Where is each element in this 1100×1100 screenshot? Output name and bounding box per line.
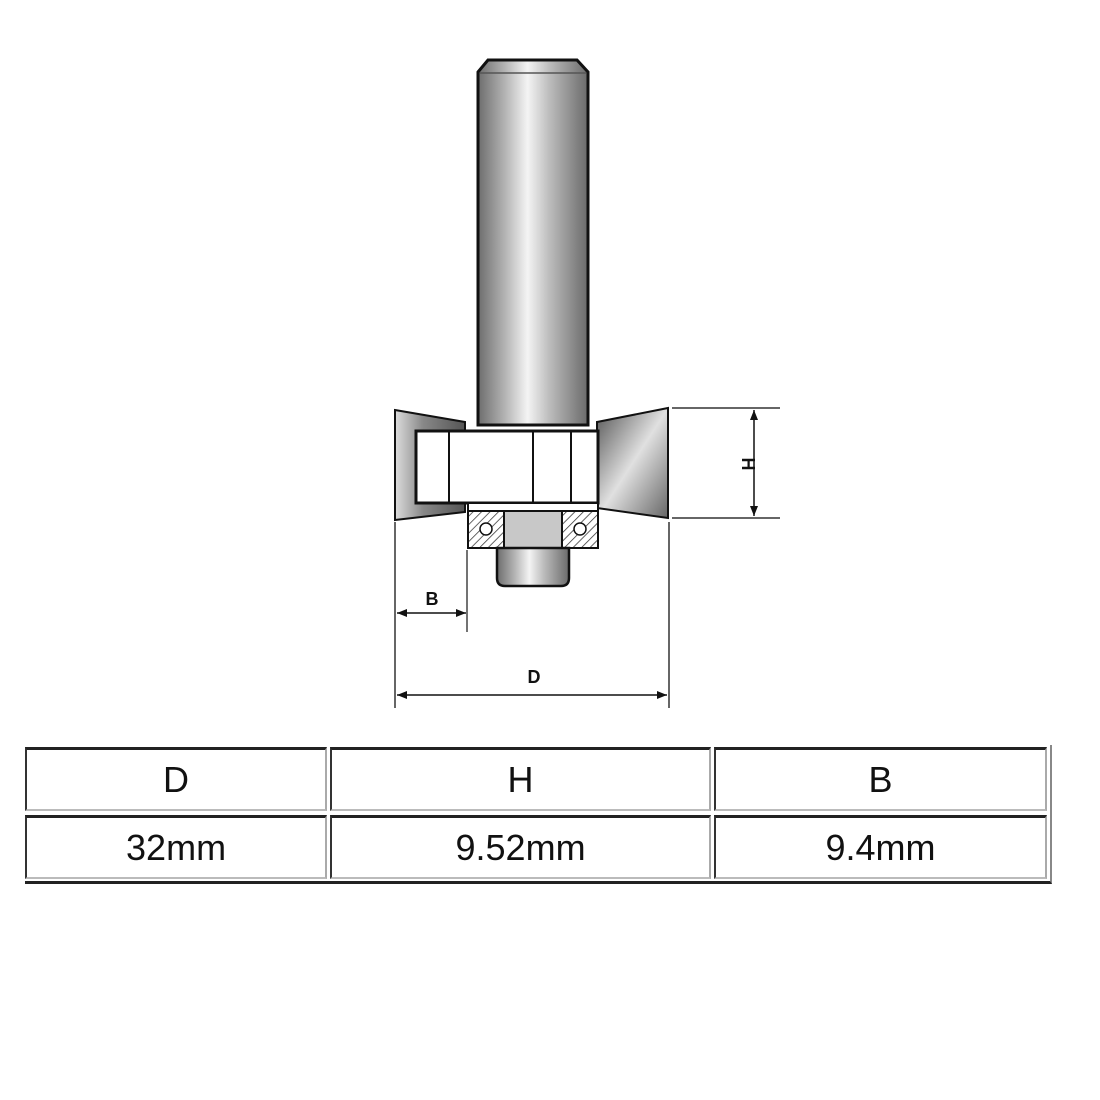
dimension-d: D	[394, 522, 670, 708]
dimension-b: B	[397, 550, 468, 632]
spec-table: D H B 32mm 9.52mm 9.4mm	[25, 745, 1052, 884]
value-h: 9.52mm	[330, 815, 711, 879]
header-h: H	[330, 747, 711, 811]
label-b: B	[426, 589, 439, 609]
table-header-row: D H B	[25, 745, 1050, 813]
bearing	[467, 502, 599, 588]
header-b: B	[713, 747, 1047, 811]
label-d: D	[528, 667, 541, 687]
dimension-h: H	[672, 407, 780, 519]
router-bit-drawing: H B D	[394, 58, 780, 708]
label-h: H	[738, 458, 758, 471]
value-d: 32mm	[25, 815, 328, 879]
shank	[476, 58, 590, 427]
header-d: D	[25, 747, 328, 811]
table-row: 32mm 9.52mm 9.4mm	[25, 813, 1050, 881]
value-b: 9.4mm	[713, 815, 1047, 879]
hub	[414, 429, 600, 505]
